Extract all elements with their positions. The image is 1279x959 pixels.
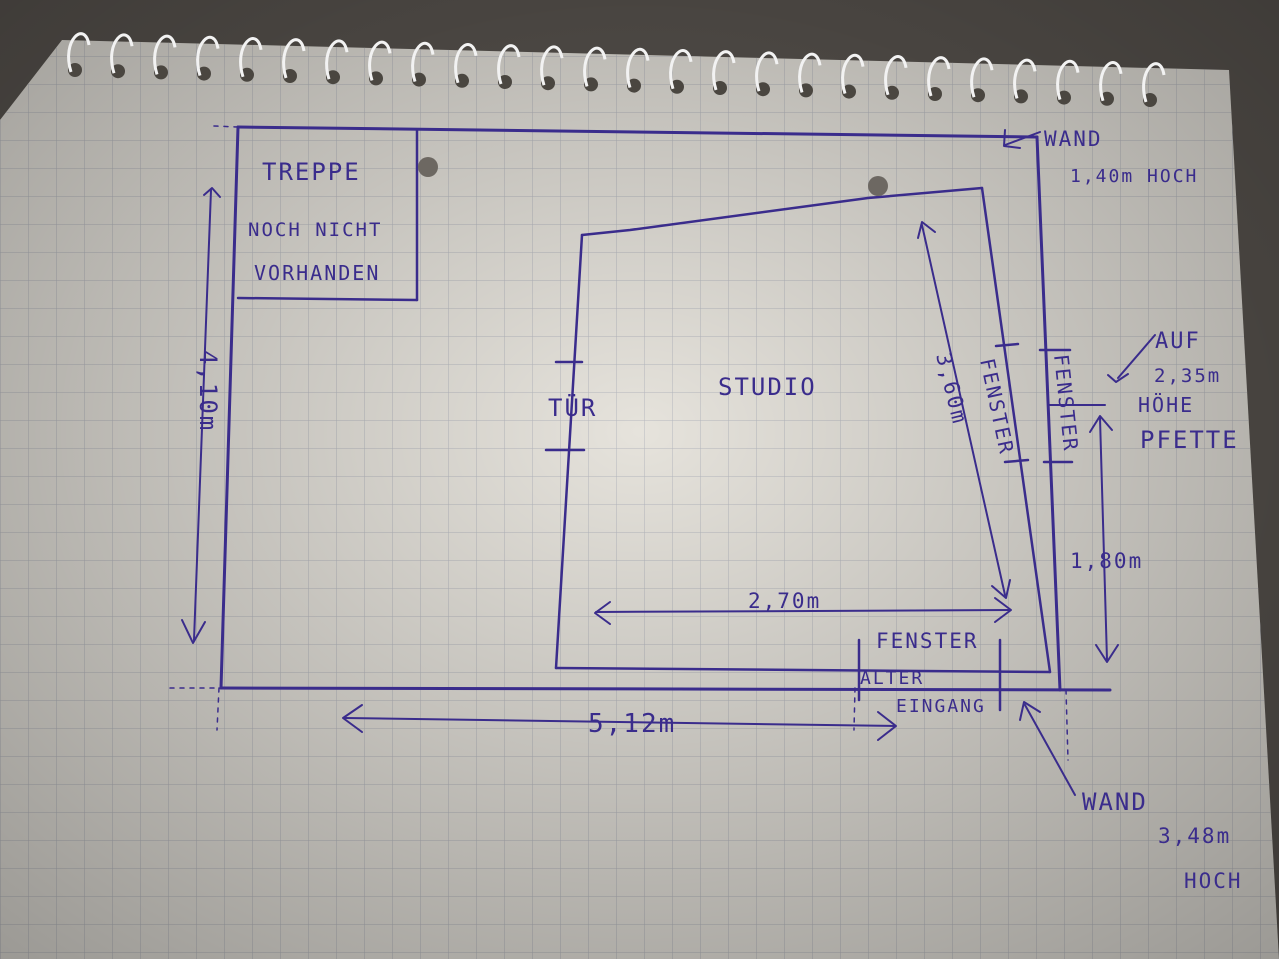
label-pfette: PFETTE (1140, 426, 1239, 454)
binding-hole (197, 66, 211, 81)
label-eingang: EINGANG (896, 696, 986, 717)
window-tick-2 (1003, 458, 1030, 464)
binding-hole (111, 64, 125, 79)
binding-hole (842, 84, 856, 99)
arrow-left-height (193, 189, 212, 641)
binding-hole (498, 75, 512, 89)
binding-hole (756, 82, 770, 97)
binding-ring (841, 53, 865, 95)
dashed-extensions (169, 125, 1069, 761)
binding-ring (1099, 61, 1123, 102)
dim-studio-width: 2,70m (748, 589, 821, 613)
dim-right-segment: 1,80m (1070, 549, 1143, 573)
binding-ring (755, 51, 779, 92)
binding-ring (110, 33, 134, 74)
binding-hole (455, 73, 469, 88)
binding-hole (1014, 89, 1028, 104)
pointer-wand-top (1004, 131, 1041, 146)
binding-ring (540, 45, 564, 86)
pointer-wand-bottom (1024, 704, 1076, 796)
binding-ring (669, 49, 693, 90)
binding-hole (240, 67, 254, 82)
binding-ring (927, 56, 951, 97)
binding-hole (584, 77, 598, 92)
label-auf-height: 2,35m (1154, 365, 1221, 387)
binding-hole (799, 83, 813, 98)
window-tick-1 (994, 342, 1020, 348)
binding-ring (239, 37, 263, 78)
label-wand-bottom-height: 3,48m (1158, 824, 1231, 848)
arrow-right-segment (1099, 417, 1108, 661)
binding-hole (1100, 91, 1114, 106)
punch-hole (868, 176, 888, 196)
label-wand-top: WAND (1044, 127, 1103, 151)
label-wand-bottom: WAND (1082, 788, 1148, 816)
binding-ring (712, 50, 736, 91)
label-hoch: HOCH (1184, 869, 1243, 893)
binding-hole (885, 85, 899, 100)
top-wall-line (236, 125, 1039, 139)
binding-ring (583, 46, 607, 87)
binding-ring (368, 40, 392, 81)
label-fenster-bottom: FENSTER (876, 629, 979, 653)
binding-hole (326, 70, 340, 85)
binding-hole (1143, 93, 1157, 107)
spiral-binding (67, 32, 1166, 107)
binding-ring (1142, 62, 1166, 103)
binding-ring (1013, 58, 1037, 99)
binding-ring (67, 32, 91, 73)
label-hoehe: HÖHE (1138, 393, 1194, 417)
binding-hole (68, 63, 82, 77)
right-wall-line (1035, 135, 1062, 692)
binding-hole (713, 81, 727, 95)
binding-hole (1057, 90, 1071, 105)
binding-ring (1056, 59, 1080, 101)
label-noch-nicht: NOCH NICHT (248, 219, 382, 241)
arrow-studio-width (595, 609, 1011, 613)
arrow-bottom-width (344, 717, 896, 727)
binding-hole (627, 78, 641, 93)
binding-ring (325, 39, 349, 80)
label-vorhanden: VORHANDEN (254, 261, 380, 285)
binding-hole (412, 72, 426, 87)
dim-left-height: 4,10m (194, 350, 222, 432)
binding-ring (798, 52, 822, 93)
label-auf: AUF (1155, 329, 1201, 354)
binding-ring (153, 34, 177, 75)
bottom-wall-line (219, 686, 1112, 692)
binding-hole (369, 71, 383, 86)
label-studio: STUDIO (718, 373, 817, 401)
binding-ring (970, 57, 994, 98)
binding-hole (670, 79, 684, 94)
binding-ring (196, 35, 220, 77)
punch-hole (418, 157, 438, 177)
left-wall-line (219, 125, 240, 690)
label-alter: ALTER (860, 668, 924, 689)
binding-hole (971, 88, 985, 103)
binding-hole (928, 87, 942, 101)
binding-ring (626, 47, 650, 89)
binding-ring (411, 41, 435, 83)
arrow-diagonal (921, 224, 1006, 596)
binding-ring (282, 38, 306, 79)
label-tuer: TÜR (548, 393, 597, 422)
dimension-arrows (181, 129, 1156, 796)
binding-ring (454, 43, 478, 84)
label-treppe: TREPPE (262, 158, 361, 186)
staircase-box (236, 128, 419, 302)
binding-ring (884, 55, 908, 96)
label-wand-top-height: 1,40m HOCH (1070, 166, 1198, 187)
binding-ring (497, 44, 521, 85)
binding-hole (283, 69, 297, 83)
binding-hole (541, 76, 555, 91)
pointer-auf (1117, 334, 1156, 379)
studio-room-outline (544, 186, 1074, 712)
binding-hole (154, 65, 168, 80)
dim-bottom-width: 5,12m (588, 709, 676, 739)
outer-walls (219, 125, 1112, 692)
